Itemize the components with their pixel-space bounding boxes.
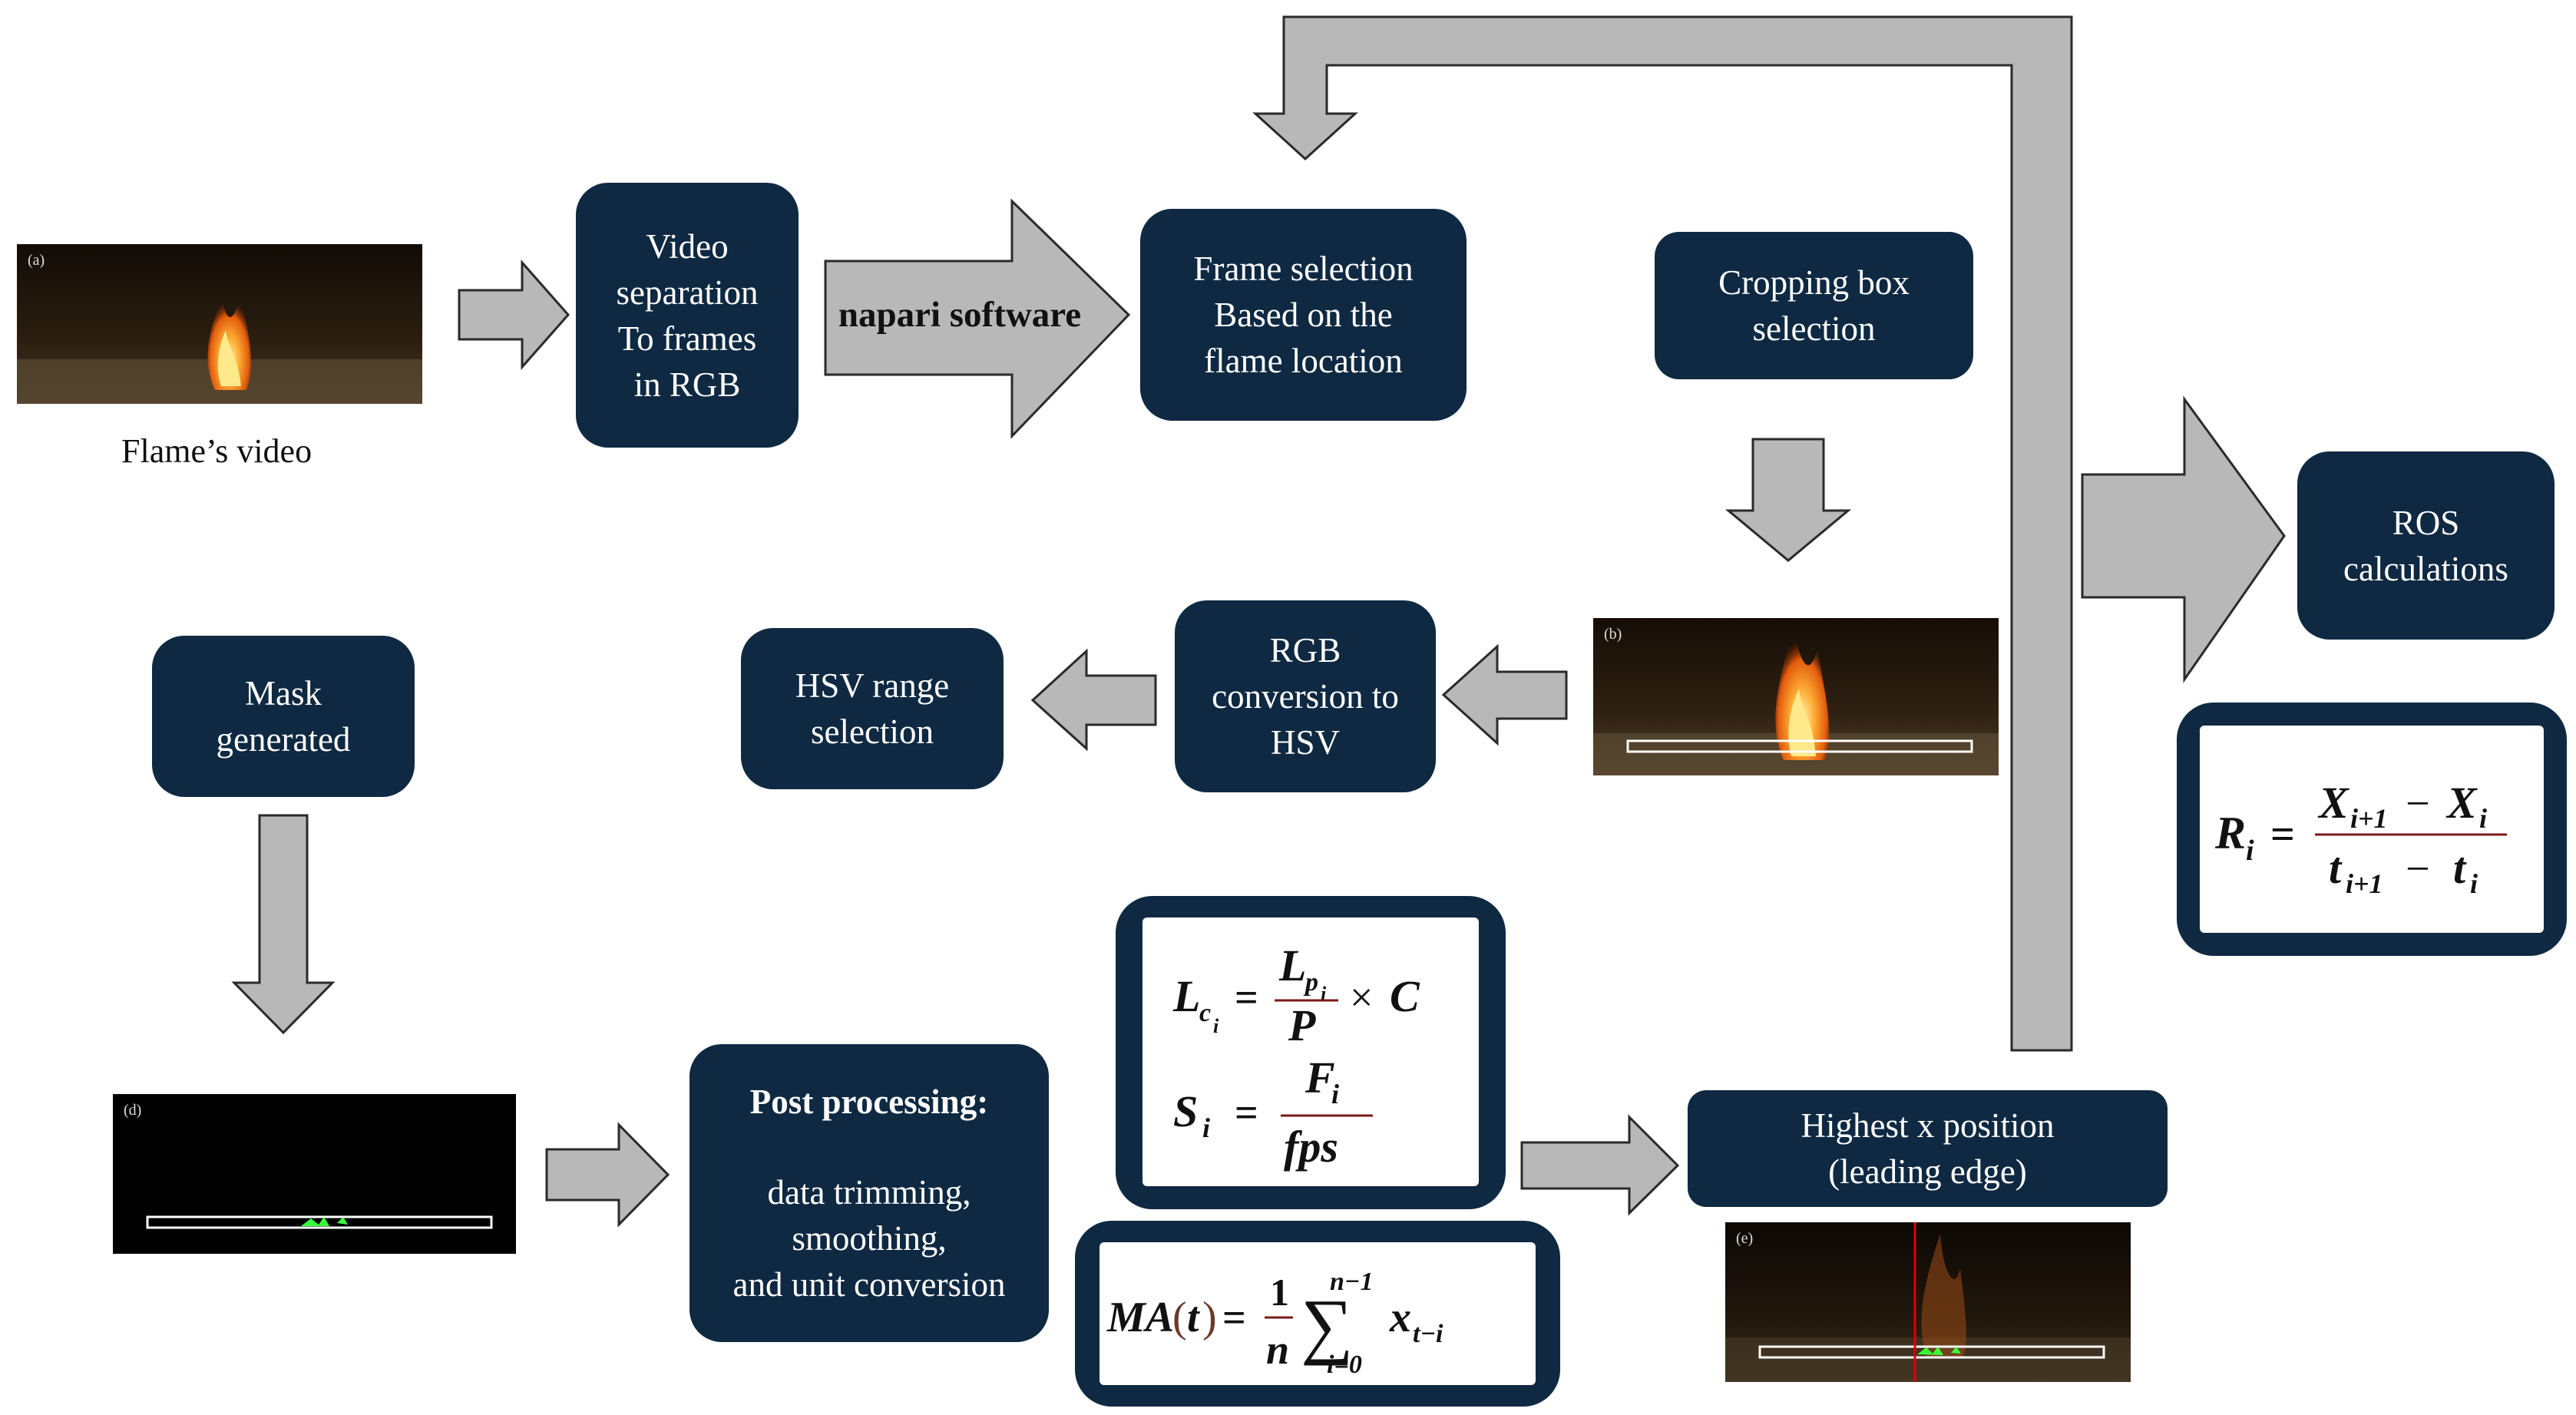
svg-text:×: × (1350, 974, 1373, 1020)
svg-text:x: x (1389, 1294, 1411, 1341)
flame-photo-b (1593, 618, 1999, 775)
svg-text:): ) (1202, 1294, 1217, 1341)
frame-selection-box: Frame selection Based on the flame locat… (1140, 209, 1467, 421)
arrow-b-to-rgb (1441, 643, 1568, 746)
svg-text:R: R (2214, 808, 2246, 858)
svg-text:=: = (1235, 1089, 1258, 1136)
svg-text:X: X (2317, 778, 2349, 828)
svg-text:1: 1 (1270, 1271, 1289, 1314)
arrow-rgb-to-hsv (1030, 648, 1157, 752)
svg-text:i: i (2246, 835, 2254, 867)
svg-text:S: S (1173, 1086, 1198, 1136)
svg-text:i: i (1202, 1112, 1210, 1143)
hsv-range-box: HSV range selection (741, 628, 1004, 789)
svg-text:c: c (1199, 999, 1211, 1027)
flame-photo-a (17, 244, 422, 404)
svg-text:i: i (2470, 868, 2478, 899)
arrow-feedback-loop (1252, 15, 2073, 1052)
svg-text:t−i: t−i (1413, 1320, 1443, 1348)
video-separation-box: Video separation To frames in RGB (576, 183, 799, 448)
flame-video-thumbnail: (a) (17, 244, 422, 404)
svg-text:L: L (1278, 941, 1306, 990)
svg-text:i: i (1213, 1015, 1219, 1037)
svg-text:t: t (1187, 1294, 1200, 1341)
svg-text:n−1: n−1 (1330, 1268, 1374, 1296)
leading-edge-panel-e: (e) (1725, 1222, 2131, 1382)
svg-text:L: L (1172, 971, 1200, 1021)
svg-text:i: i (2479, 803, 2487, 834)
svg-text:n: n (1266, 1327, 1289, 1373)
leading-edge-image-e (1725, 1222, 2131, 1382)
svg-text:(: ( (1172, 1294, 1187, 1341)
svg-text:i: i (1331, 1079, 1339, 1109)
mask-panel-d: (d) (113, 1094, 516, 1254)
svg-text:i+1: i+1 (2346, 868, 2383, 899)
post-processing-body: data trimming, smoothing, and unit conve… (732, 1173, 1006, 1304)
svg-text:MA: MA (1106, 1294, 1174, 1341)
svg-text:t: t (2453, 843, 2467, 893)
ros-calculations-box: ROS calculations (2297, 451, 2555, 640)
svg-text:−: − (2406, 780, 2430, 828)
panel-tag-b: (b) (1604, 626, 1622, 643)
arrow-mask-to-d (231, 814, 336, 1035)
svg-text:i+1: i+1 (2350, 803, 2388, 834)
svg-text:C: C (1390, 971, 1420, 1021)
arrow-napari (824, 198, 1131, 439)
svg-text:X: X (2445, 778, 2478, 828)
arrow-video-to-separation (458, 260, 570, 370)
rgb-conversion-box: RGB conversion to HSV (1175, 600, 1436, 792)
svg-text:fps: fps (1284, 1122, 1338, 1172)
svg-text:=: = (1235, 974, 1258, 1020)
panel-tag-d: (d) (124, 1102, 142, 1119)
mask-image-d (113, 1094, 516, 1254)
highest-x-position-box: Highest x position (leading edge) (1688, 1090, 2168, 1207)
mask-generated-box: Mask generated (152, 636, 415, 797)
svg-text:i: i (1321, 983, 1327, 1005)
post-processing-title: Post processing: (749, 1083, 989, 1121)
arrow-d-to-post (545, 1122, 670, 1228)
napari-label: napari software (838, 295, 1081, 335)
cropped-frame-b: (b) (1593, 618, 1999, 775)
flame-video-caption: Flame’s video (121, 432, 312, 470)
cropping-box-selection-box: Cropping box selection (1655, 232, 1973, 379)
svg-text:t: t (2329, 843, 2343, 893)
panel-tag-a: (a) (28, 252, 45, 269)
svg-text:p: p (1303, 968, 1318, 997)
svg-text:i=0: i=0 (1327, 1351, 1362, 1379)
arrow-formulas-to-highest (1520, 1114, 1680, 1216)
svg-text:F: F (1305, 1053, 1335, 1103)
post-processing-box: Post processing: data trimming, smoothin… (689, 1044, 1049, 1342)
arrow-crop-to-b (1724, 438, 1852, 562)
svg-text:=: = (1222, 1294, 1246, 1341)
panel-tag-e: (e) (1736, 1230, 1754, 1247)
svg-text:P: P (1288, 1000, 1316, 1050)
svg-text:−: − (2406, 845, 2430, 893)
svg-text:=: = (2270, 811, 2295, 858)
arrow-to-ros (2081, 395, 2286, 683)
svg-text:∑: ∑ (1301, 1284, 1353, 1366)
